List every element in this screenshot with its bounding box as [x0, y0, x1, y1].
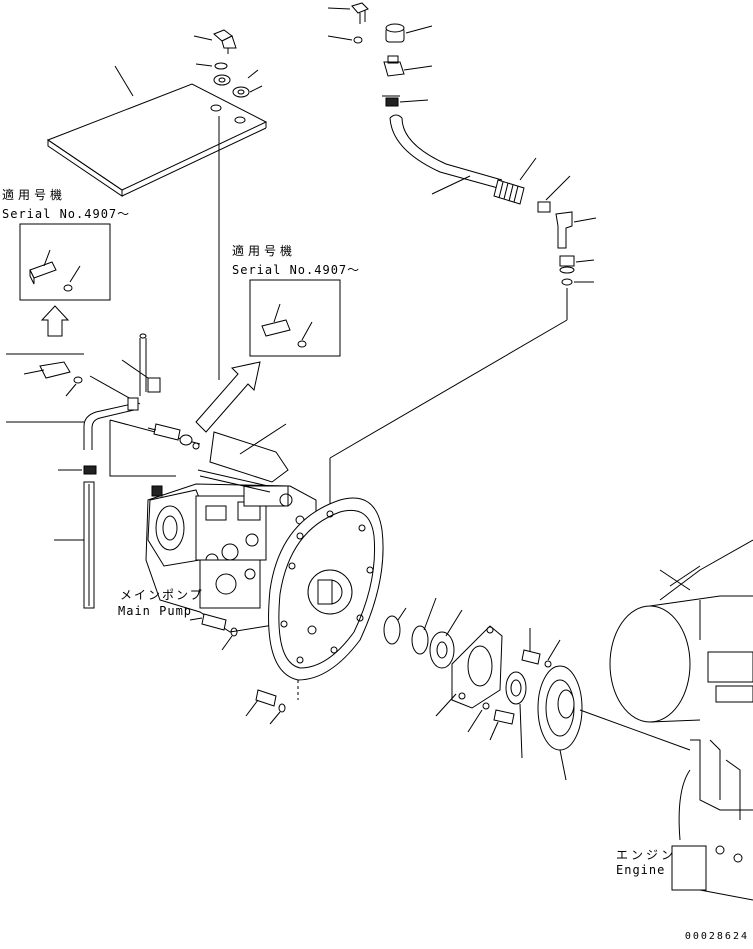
cover-plate: [46, 65, 268, 197]
main-pump-label-jp: メインポンプ: [120, 588, 204, 602]
hose-end-fitting: [493, 179, 525, 205]
engine-label-en: Engine: [616, 863, 666, 877]
serial-note-left-en: Serial No.4907～: [2, 207, 131, 221]
serial-note-left-jp: 適用号機: [2, 188, 67, 202]
engine-label-jp: エンジン: [616, 848, 677, 862]
left-bracket-callout: [6, 333, 289, 483]
main-pump-label-en: Main Pump: [118, 604, 193, 618]
engine: [609, 539, 753, 901]
drain-pipe: [54, 465, 97, 609]
serial-note-right-en: Serial No.4907～: [232, 263, 361, 277]
serial-note-right-jp: 適用号機: [232, 244, 297, 258]
hose-assembly: [327, 2, 597, 510]
pump-mount-bolts: [189, 613, 286, 725]
coupling-parts: [383, 597, 691, 781]
arrow-to-bracket: [195, 361, 261, 433]
serial-note-box-right: [249, 279, 341, 357]
document-number: 00028624: [684, 931, 749, 942]
cover-bolt: [193, 29, 263, 98]
serial-note-box-left: [19, 223, 111, 337]
flywheel-housing: [268, 497, 384, 700]
